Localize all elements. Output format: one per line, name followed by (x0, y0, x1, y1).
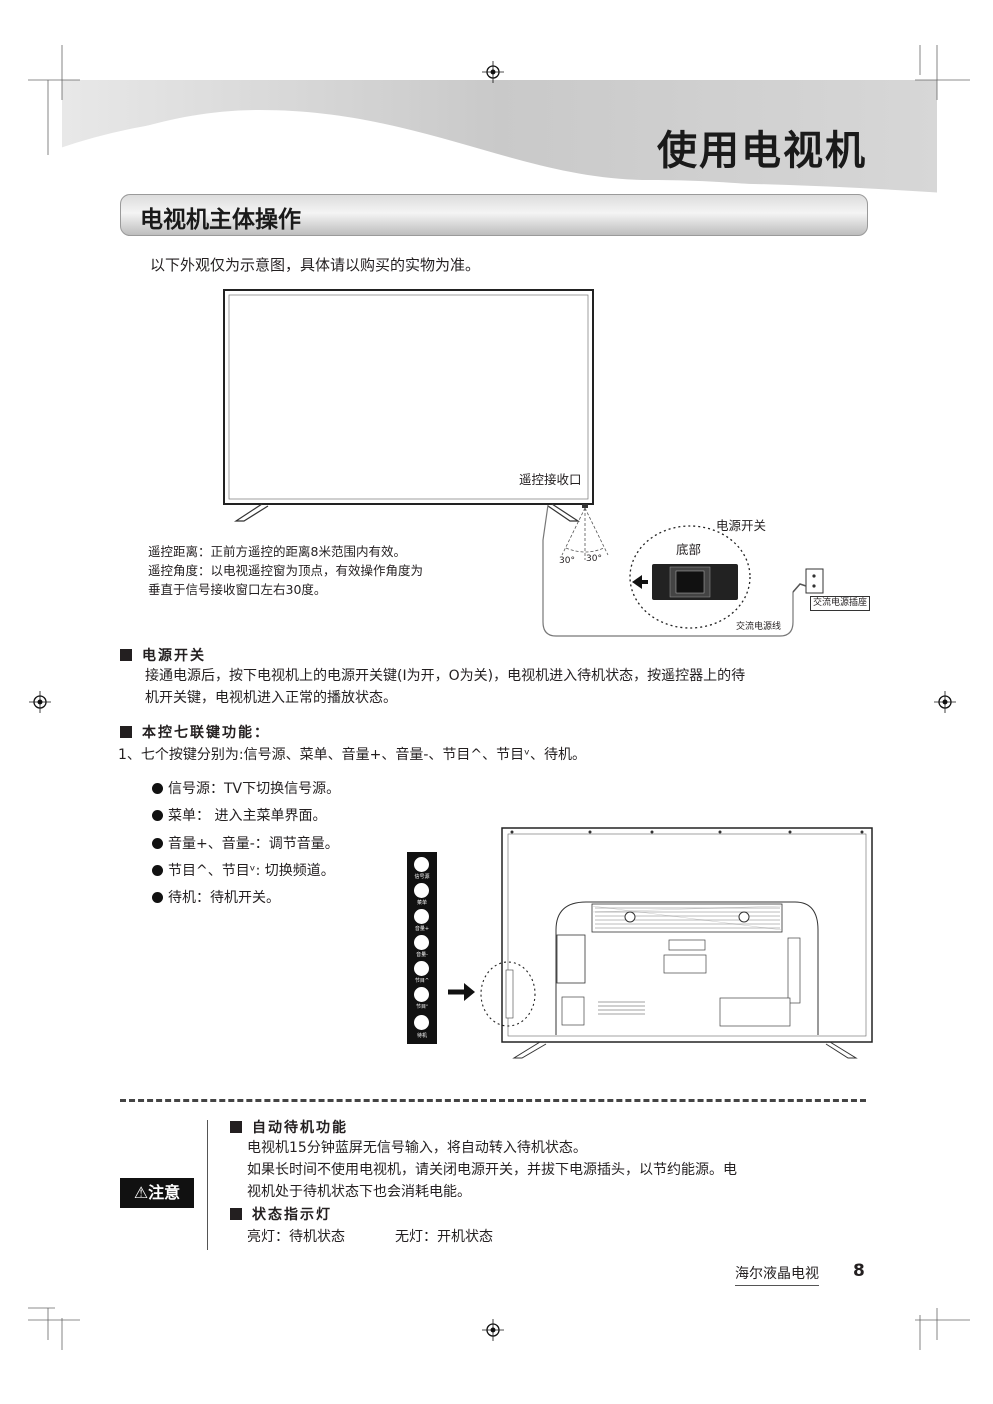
remote-angle-text-2: 垂直于信号接收窗口左右30度。 (148, 582, 327, 597)
divider-dashed (120, 1099, 866, 1102)
key-label: 音量- (416, 952, 428, 958)
auto-standby-heading: 自动待机功能 (230, 1117, 348, 1139)
bullet-icon (152, 865, 163, 876)
registration-mark-right (934, 691, 956, 713)
bullet-icon (152, 810, 163, 821)
square-bullet-icon (230, 1121, 242, 1133)
section-title: 电视机主体操作 (140, 207, 301, 233)
square-bullet-icon (120, 726, 132, 738)
key-item: 音量+、音量-：调节音量。 (152, 833, 339, 855)
receiver-label: 遥控接收口 (519, 472, 582, 487)
key-label: 信号源 (414, 874, 430, 880)
key-menu (414, 883, 429, 898)
key-channel-down (414, 987, 429, 1002)
power-body-2: 机开关键，电视机进入正常的播放状态。 (145, 690, 397, 706)
auto-standby-text-3: 视机处于待机状态下也会消耗电能。 (247, 1184, 471, 1200)
header-band (28, 45, 970, 198)
key-label: 待机 (416, 1033, 427, 1039)
registration-mark-bottom (482, 1319, 504, 1341)
key-item: 信号源：TV下切换信号源。 (152, 778, 340, 800)
bullet-icon (152, 783, 163, 794)
power-switch-label: 电源开关 (716, 518, 767, 533)
remote-angle-text-1: 遥控角度：以电视遥控窗为顶点，有效操作角度为 (148, 563, 424, 578)
square-bullet-icon (120, 649, 132, 661)
indicator-heading: 状态指示灯 (230, 1204, 332, 1226)
power-body-1: 接通电源后，按下电视机上的电源开关键(I为开，O为关)，电视机进入待机状态，按遥… (145, 668, 746, 684)
key-item: 待机：待机开关。 (152, 887, 280, 909)
bottom-crop-marks (28, 1307, 970, 1350)
note-vertical-rule (207, 1120, 208, 1250)
footer-brand: 海尔液晶电视 (735, 1263, 819, 1286)
bullet-icon (152, 892, 163, 903)
angle-right-label: 30° (586, 554, 602, 564)
key-standby (414, 1015, 429, 1030)
intro-text: 以下外观仅为示意图，具体请以购买的实物为准。 (150, 256, 481, 274)
page-number: 8 (853, 1261, 865, 1281)
section-bar (120, 194, 868, 236)
angle-left-label: 30° (559, 556, 575, 566)
registration-mark-top (482, 61, 504, 83)
note-badge: ⚠注意 (120, 1178, 194, 1208)
registration-mark-left (29, 691, 51, 713)
auto-standby-text-1: 电视机15分钟蓝屏无信号输入，将自动转入待机状态。 (247, 1140, 587, 1156)
power-heading: 电源开关 (120, 645, 206, 667)
key-label: 节目^ (414, 978, 430, 984)
bottom-label: 底部 (676, 542, 702, 557)
key-item: 节目^、节目ᵛ: 切换频道。 (152, 860, 335, 882)
remote-distance-text: 遥控距离：正前方遥控的距离8米范围内有效。 (148, 544, 406, 559)
key-volume-up (414, 909, 429, 924)
key-label: 菜单 (416, 900, 427, 906)
key-item: 菜单： 进入主菜单界面。 (152, 805, 326, 827)
tv-back-illustration (448, 827, 873, 1059)
key-label: 节目ᵛ (415, 1004, 429, 1010)
bullet-icon (152, 838, 163, 849)
tv-front-illustration (223, 289, 824, 637)
key-channel-up (414, 961, 429, 976)
square-bullet-icon (230, 1208, 242, 1220)
indicator-off-text: 无灯：开机状态 (395, 1229, 493, 1245)
auto-standby-text-2: 如果长时间不使用电视机，请关闭电源开关，并拔下电源插头，以节约能源。电 (247, 1162, 737, 1178)
page-title: 使用电视机 (657, 128, 867, 174)
key-strip: 信号源 菜单 音量+ 音量- 节目^ 节目ᵛ 待机 (407, 852, 437, 1044)
keys-heading: 本控七联键功能： (120, 722, 270, 744)
ac-socket-label: 交流电源插座 (810, 596, 871, 611)
keys-line-1: 1、七个按键分别为:信号源、菜单、音量+、音量-、节目^、节目ᵛ、待机。 (118, 747, 586, 763)
key-source (414, 857, 429, 872)
indicator-on-text: 亮灯：待机状态 (247, 1229, 345, 1245)
key-volume-down (414, 935, 429, 950)
warning-icon: ⚠ (133, 1183, 149, 1202)
key-label: 音量+ (414, 926, 430, 932)
ac-cord-label: 交流电源线 (736, 622, 782, 632)
